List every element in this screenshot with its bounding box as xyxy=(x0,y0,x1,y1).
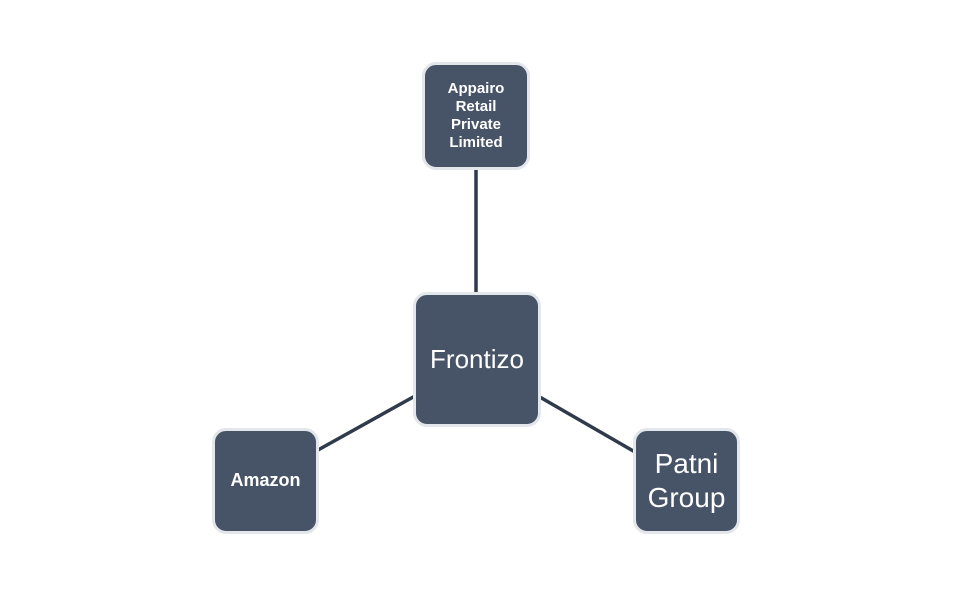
node-label-appairo-retail: Appairo Retail Private Limited xyxy=(447,80,505,151)
connector-center-right xyxy=(537,394,636,454)
node-amazon: Amazon xyxy=(212,428,319,534)
connector-center-left xyxy=(317,394,416,452)
node-patni-group: Patni Group xyxy=(633,428,740,534)
node-frontizo: Frontizo xyxy=(413,292,541,427)
node-label-amazon: Amazon xyxy=(230,470,301,491)
node-label-patni-group: Patni Group xyxy=(647,447,726,513)
node-appairo-retail: Appairo Retail Private Limited xyxy=(422,62,530,170)
node-label-frontizo: Frontizo xyxy=(430,343,524,374)
